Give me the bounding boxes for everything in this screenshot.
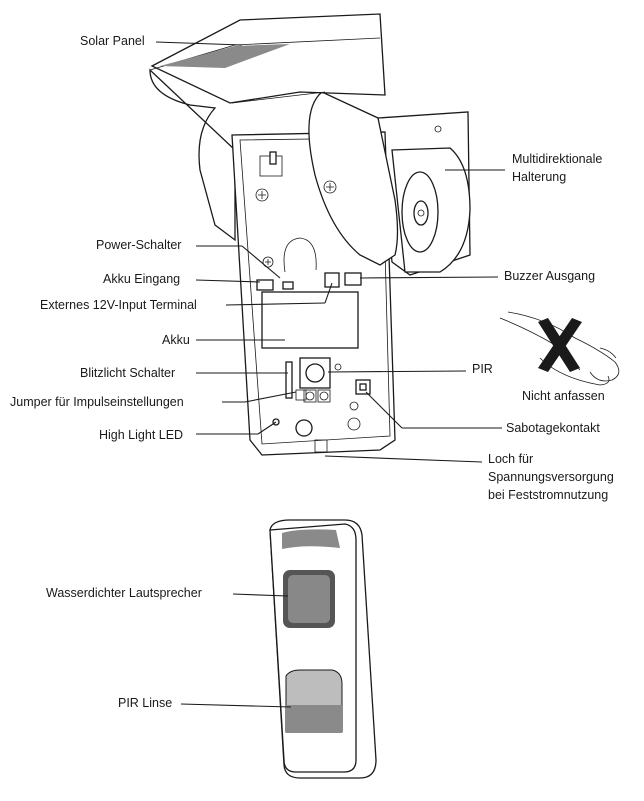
label-tamper: Sabotagekontakt xyxy=(506,421,600,435)
label-jumper: Jumper für Impulseinstellungen xyxy=(10,395,184,409)
label-battery: Akku xyxy=(162,333,190,347)
label-high-light-led: High Light LED xyxy=(99,428,184,442)
label-hole-line1: Loch für xyxy=(488,452,534,466)
internals xyxy=(255,151,371,453)
label-hole-line2: Spannungsversorgung xyxy=(488,470,614,484)
leader-lines xyxy=(155,41,505,708)
label-buzzer-output: Buzzer Ausgang xyxy=(504,269,596,283)
label-power-switch: Power-Schalter xyxy=(96,238,182,252)
label-battery-input: Akku Eingang xyxy=(103,272,181,286)
label-pir-lens: PIR Linse xyxy=(118,696,173,710)
label-do-not-touch: Nicht anfassen xyxy=(522,389,605,403)
mounting-bracket xyxy=(377,111,471,276)
label-speaker: Wasserdichter Lautsprecher xyxy=(46,586,202,600)
label-solar-panel: Solar Panel xyxy=(80,34,145,48)
label-hole-line3: bei Feststromnutzung xyxy=(488,488,609,502)
label-pir: PIR xyxy=(472,362,493,376)
label-bracket-line1: Multidirektionale xyxy=(512,152,603,166)
label-ext-12v: Externes 12V-Input Terminal xyxy=(40,298,197,312)
label-bracket-line2: Halterung xyxy=(512,170,567,184)
front-housing xyxy=(269,519,377,779)
label-flash-switch: Blitzlicht Schalter xyxy=(80,366,176,380)
no-touch-icon xyxy=(499,311,620,386)
